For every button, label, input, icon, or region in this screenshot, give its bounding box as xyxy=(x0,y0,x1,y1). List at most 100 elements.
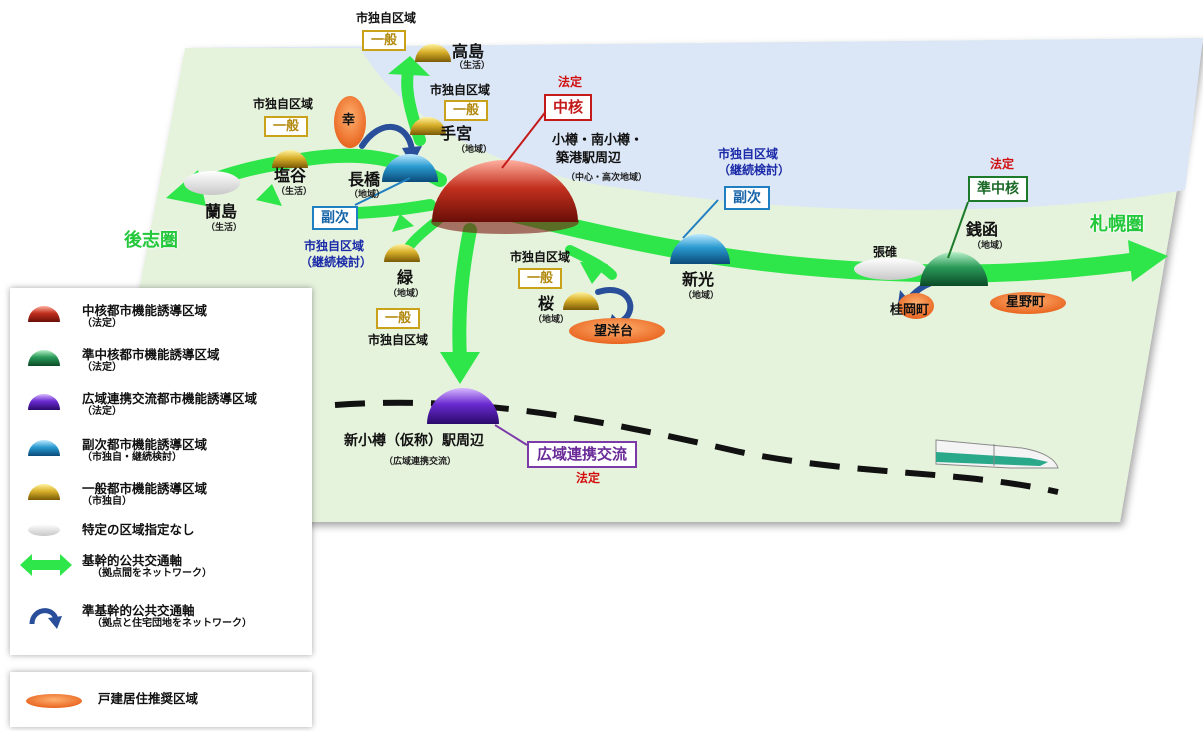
temiya-dome xyxy=(410,117,446,135)
green-dome-icon xyxy=(28,350,60,366)
shin-otaru-label: 新小樽（仮称）駅周辺 xyxy=(344,433,484,449)
legend-sub: （法定） xyxy=(82,406,122,418)
legend-sub: （法定） xyxy=(82,318,122,330)
region-shiribeshi: 後志圏 xyxy=(124,230,178,251)
leader-lines xyxy=(354,109,969,446)
harusu-dome xyxy=(854,258,926,280)
blue-dome-icon xyxy=(28,440,60,456)
double-arrow-icon xyxy=(20,554,72,576)
legend-panel: 中核都市機能誘導区域（法定） 準中核都市機能誘導区域（法定） 広域連携交流都市機… xyxy=(10,288,312,655)
ranshima-label: 蘭島 xyxy=(205,202,238,221)
shinko-sub: （地域） xyxy=(683,291,720,301)
zenibako-hotei: 法定 xyxy=(990,157,1015,171)
legend-sub: （市独自・継続検討） xyxy=(82,452,182,464)
nagahashi-area-note: （継続検討） xyxy=(300,255,373,269)
zenibako-sub: （地域） xyxy=(972,241,1009,251)
region-sapporo: 札幌圏 xyxy=(1090,214,1144,235)
temiya-ippan-tag: 一般 xyxy=(444,100,489,121)
red-dome-icon xyxy=(28,306,60,322)
shin-otaru-dome xyxy=(427,388,499,424)
nagahashi-dome xyxy=(382,154,438,182)
katsuraoka-label: 桂岡町 xyxy=(890,303,930,318)
orange-ellipse-icon xyxy=(26,694,82,708)
train-icon xyxy=(935,439,1059,469)
legend-sub: （市独自） xyxy=(82,496,132,508)
legend-label: 特定の区域指定なし xyxy=(82,522,195,537)
takashima-dome xyxy=(415,44,451,62)
sakura-sub: （地域） xyxy=(533,315,570,325)
legend-label: 広域連携交流都市機能誘導区域 xyxy=(82,391,258,406)
legend-label: 一般都市機能誘導区域 xyxy=(82,481,208,496)
shin-otaru-hotei: 法定 xyxy=(576,471,601,485)
center-dome xyxy=(432,160,578,222)
residential-zones xyxy=(334,96,1066,344)
center-sub: （中心・高次地域） xyxy=(566,173,648,183)
shinko-label: 新光 xyxy=(682,270,715,289)
shinko-area-type: 市独自区域 xyxy=(718,147,779,161)
sachi-zone xyxy=(334,96,366,148)
temiya-label: 手宮 xyxy=(440,124,473,143)
nagahashi-label: 長橋 xyxy=(348,170,381,189)
center-label-line1: 小樽・南小樽・ xyxy=(552,133,644,148)
legend-label: 副次都市機能誘導区域 xyxy=(82,437,208,452)
legend-label: 基幹的公共交通軸 xyxy=(82,553,183,568)
shinko-dome xyxy=(670,234,730,264)
harusu-label: 張碓 xyxy=(873,245,898,259)
midori-dome xyxy=(384,244,420,262)
ranshima-sub: （生活） xyxy=(206,223,243,233)
shinko-area-note: （継続検討） xyxy=(718,163,791,177)
midori-label: 緑 xyxy=(397,268,414,287)
temiya-sub: （地域） xyxy=(456,145,493,155)
legend-panel-residential: 戸建居住推奨区域 xyxy=(10,672,312,727)
temiya-area-type: 市独自区域 xyxy=(430,83,491,97)
boyodai-label: 望洋台 xyxy=(594,324,634,339)
legend-label: 準基幹的公共交通軸 xyxy=(82,603,195,618)
takashima-label: 高島 xyxy=(452,42,485,61)
sakura-dome xyxy=(563,292,599,310)
legend-label: 準中核都市機能誘導区域 xyxy=(82,347,220,362)
takashima-sub: （生活） xyxy=(454,61,491,71)
midori-ippan-tag: 一般 xyxy=(376,308,421,329)
legend-sub: （拠点間をネットワーク） xyxy=(92,568,212,580)
shin-otaru-sub: （広域連携交流） xyxy=(384,457,457,467)
center-chukaku-tag: 中核 xyxy=(544,94,593,121)
zenibako-label: 銭函 xyxy=(966,220,999,239)
legend-sub: （法定） xyxy=(82,362,122,374)
curved-arrow-icon xyxy=(29,608,62,629)
midori-area-type: 市独自区域 xyxy=(368,333,429,347)
takashima-ippan-tag: 一般 xyxy=(362,30,407,51)
nagahashi-fukuji-tag: 副次 xyxy=(312,206,358,230)
shioya-ippan-tag: 一般 xyxy=(264,116,309,137)
gold-domes xyxy=(272,44,599,310)
nagahashi-sub: （地域） xyxy=(349,190,386,200)
shioya-area-type: 市独自区域 xyxy=(253,97,314,111)
shinko-fukuji-tag: 副次 xyxy=(724,186,770,210)
shioya-label: 塩谷 xyxy=(274,166,307,185)
midori-sub: （地域） xyxy=(388,289,425,299)
sakura-area-type: 市独自区域 xyxy=(510,250,571,264)
legend-label: 中核都市機能誘導区域 xyxy=(82,303,208,318)
shioya-dome xyxy=(272,150,308,168)
katsuraoka-zone xyxy=(898,293,934,319)
legend-label: 戸建居住推奨区域 xyxy=(98,691,199,706)
center-hotei: 法定 xyxy=(558,75,583,89)
zenibako-dome xyxy=(920,252,988,286)
sachi-label: 幸 xyxy=(342,113,356,128)
legend-sub: （拠点と住宅団地をネットワーク） xyxy=(92,618,252,630)
purple-dome-icon xyxy=(28,394,60,410)
nagahashi-area-type: 市独自区域 xyxy=(304,239,365,253)
gray-dome-icon xyxy=(28,524,60,536)
center-label-line2: 築港駅周辺 xyxy=(556,151,622,166)
boyodai-zone xyxy=(569,318,665,344)
ranshima-dome xyxy=(184,171,240,195)
zenibako-junchukaku-tag: 準中核 xyxy=(968,176,1028,202)
sakura-ippan-tag: 一般 xyxy=(518,268,563,289)
shin-otaru-koiki-tag: 広域連携交流 xyxy=(527,441,638,468)
hoshino-label: 星野町 xyxy=(1006,295,1046,310)
sea-area xyxy=(185,38,1203,210)
shioya-sub: （生活） xyxy=(276,187,313,197)
gold-dome-icon xyxy=(28,484,60,500)
hoshino-zone xyxy=(990,292,1066,314)
sakura-label: 桜 xyxy=(538,294,555,313)
